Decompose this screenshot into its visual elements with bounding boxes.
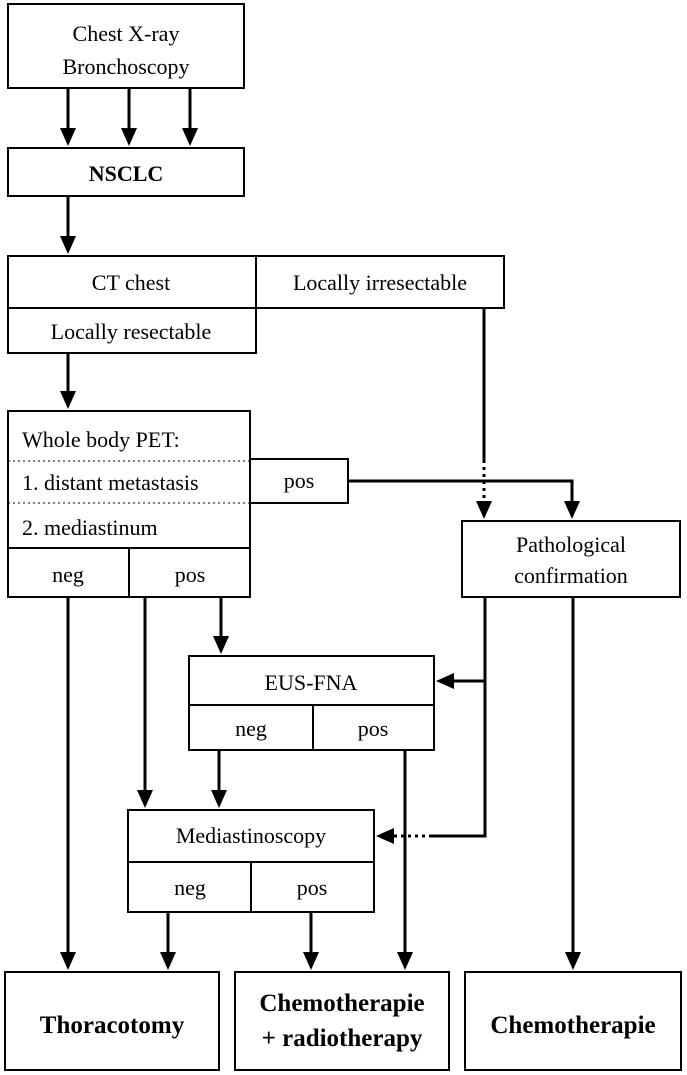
arrow-nsclc-to-ct [60, 196, 76, 254]
label-locally-irresectable: Locally irresectable [293, 270, 467, 295]
box-ct-chest: CT chest Locally irresectable [7, 255, 505, 309]
label-thoracotomy: Thoracotomy [40, 1012, 185, 1039]
label-ct-chest: CT chest [92, 270, 170, 295]
arrow-xray-to-nsclc-3 [182, 88, 198, 146]
label-bronchoscopy: Bronchoscopy [62, 54, 189, 79]
box-mediastinoscopy: Mediastinoscopy neg pos [127, 809, 375, 913]
arrow-pet-pos-to-pathological [348, 479, 580, 519]
box-chest-xray-bronchoscopy: Chest X-ray Bronchoscopy [7, 3, 245, 89]
label-locally-resectable: Locally resectable [51, 319, 212, 344]
arrow-pathological-to-chemotherapie [565, 597, 581, 970]
arrow-pet-pos-to-mediastinoscopy [137, 597, 153, 808]
box-whole-body-pet: Whole body PET: 1. distant metastasis 2.… [7, 410, 251, 598]
arrow-xray-to-nsclc-1 [60, 88, 76, 146]
box-nsclc: NSCLC [7, 147, 245, 197]
arrow-pet-pos-to-eus [213, 597, 229, 654]
box-pet-pos-distant: pos [249, 458, 349, 504]
box-locally-resectable: Locally resectable [7, 307, 257, 354]
label-pet-neg: neg [52, 562, 84, 587]
arrow-med-neg-to-thoracotomy [160, 912, 176, 970]
box-chemotherapie: Chemotherapie [464, 971, 682, 1071]
label-whole-body-pet: Whole body PET: [22, 427, 180, 452]
arrow-eus-pos-to-chemo-radio [397, 750, 413, 970]
arrow-pet-neg-to-thoracotomy [60, 597, 76, 970]
label-confirmation: confirmation [514, 563, 628, 588]
label-eus-neg: neg [235, 716, 267, 741]
label-eus-fna: EUS-FNA [265, 670, 358, 695]
box-chemotherapie-radiotherapy: Chemotherapie + radiotherapy [234, 971, 450, 1071]
label-eus-pos: pos [358, 716, 389, 741]
box-eus-fna: EUS-FNA neg pos [188, 655, 435, 751]
label-chemotherapie-2: Chemotherapie [490, 1012, 655, 1039]
box-pathological-confirmation: Pathological confirmation [461, 520, 681, 598]
arrow-resectable-to-pet [60, 353, 76, 409]
label-distant-metastasis: 1. distant metastasis [22, 470, 199, 495]
arrow-xray-to-nsclc-2 [121, 88, 137, 146]
arrow-med-pos-to-chemo-radio [303, 912, 319, 970]
label-mediastinoscopy: Mediastinoscopy [176, 823, 326, 848]
arrow-irresectable-to-pathological [476, 308, 492, 519]
label-med-neg: neg [174, 875, 206, 900]
label-med-pos: pos [297, 875, 328, 900]
label-chest-xray: Chest X-ray [73, 21, 180, 46]
label-pet-pos: pos [175, 562, 206, 587]
arrow-pathological-to-eus [436, 597, 487, 689]
label-radiotherapy: + radiotherapy [262, 1025, 423, 1052]
label-pathological: Pathological [516, 532, 626, 557]
arrow-pathological-to-mediastinoscopy [376, 681, 487, 844]
arrow-eus-neg-to-mediastinoscopy [211, 750, 227, 808]
box-thoracotomy: Thoracotomy [4, 971, 220, 1071]
label-mediastinum: 2. mediastinum [22, 515, 158, 540]
label-chemotherapie-1: Chemotherapie [259, 990, 424, 1017]
label-nsclc: NSCLC [89, 161, 164, 186]
label-pos-distant: pos [284, 468, 315, 493]
